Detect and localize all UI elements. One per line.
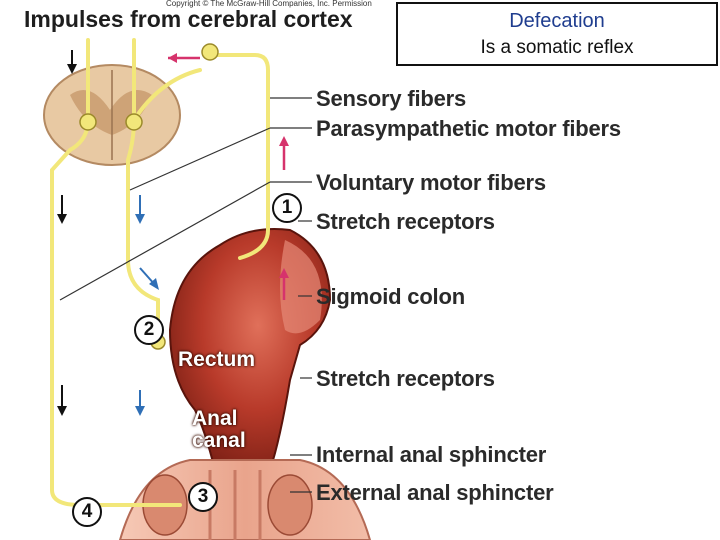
label-anal-canal-line2: canal [192, 429, 246, 452]
colon-rectum [168, 228, 332, 471]
label-voluntary-motor-fibers: Voluntary motor fibers [316, 170, 546, 195]
caption-subtitle: Is a somatic reflex [480, 37, 634, 58]
nerve-ganglia [79, 43, 219, 350]
label-stretch-receptors-bottom: Stretch receptors [316, 366, 495, 391]
step-marker-4: 4 [72, 497, 102, 527]
label-external-anal-sphincter: External anal sphincter [316, 480, 554, 505]
label-stretch-receptors-top: Stretch receptors [316, 209, 495, 234]
label-parasympathetic-motor-fibers: Parasympathetic motor fibers [316, 116, 621, 141]
leader-lines [59, 97, 312, 493]
label-internal-anal-sphincter: Internal anal sphincter [316, 442, 547, 467]
label-sigmoid-colon: Sigmoid colon [316, 284, 465, 309]
label-anal-canal-line1: Anal [192, 407, 238, 430]
caption-box: Defecation Is a somatic reflex [396, 2, 718, 66]
diagram-title: Impulses from cerebral cortex [24, 6, 353, 32]
copyright-notice: Copyright © The McGraw-Hill Companies, I… [166, 0, 372, 8]
caption-heading: Defecation [509, 10, 605, 32]
spinal-cord-cross-section [43, 64, 181, 166]
step-marker-2: 2 [134, 315, 164, 345]
impulse-arrows [57, 50, 289, 416]
label-rectum: Rectum [178, 348, 256, 371]
label-sensory-fibers: Sensory fibers [316, 86, 467, 111]
step-marker-3: 3 [188, 482, 218, 512]
step-marker-1: 1 [272, 193, 302, 223]
